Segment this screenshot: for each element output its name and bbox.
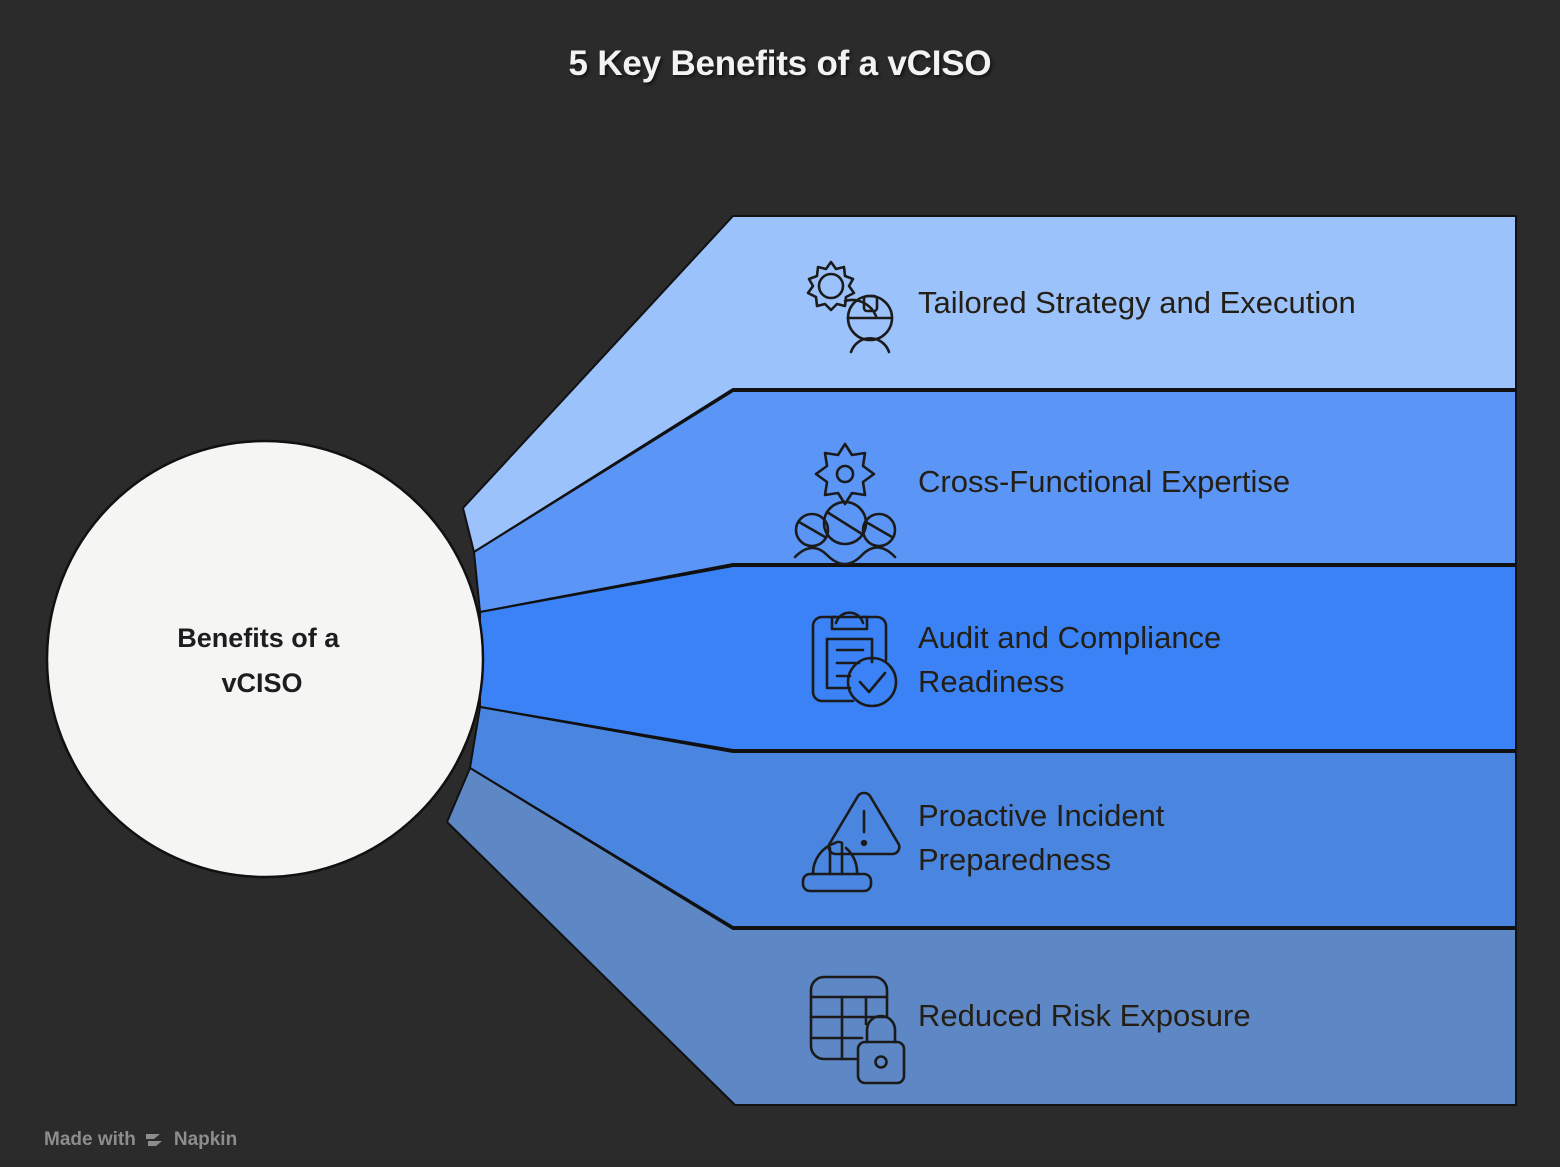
band-label-3: Audit and Compliance Readiness — [918, 620, 1230, 699]
band-label-line: Tailored Strategy and Execution — [918, 285, 1356, 320]
band-label-4: Proactive Incident Preparedness — [918, 798, 1173, 877]
hub-label: Benefits of a vCISO — [177, 623, 347, 698]
hub-circle[interactable] — [45, 439, 485, 879]
band-label-5: Reduced Risk Exposure — [918, 998, 1251, 1033]
band-reduced-risk-exposure[interactable]: Reduced Risk Exposure — [446, 767, 1517, 1106]
band-tailored-strategy-and-execution[interactable]: Tailored Strategy and Execution — [462, 215, 1517, 553]
band-audit-and-compliance-readiness[interactable]: Audit and Compliance Readiness — [479, 565, 1517, 751]
band-label-2: Cross-Functional Expertise — [918, 464, 1290, 499]
watermark-brand: Napkin — [173, 1129, 238, 1150]
band-label-line: Audit and Compliance — [918, 620, 1221, 655]
page-title: 5 Key Benefits of a vCISO — [568, 44, 992, 83]
band-shape-3[interactable] — [479, 565, 1517, 751]
hub-node[interactable]: Benefits of a vCISO — [45, 439, 485, 879]
band-label-line: Proactive Incident — [918, 798, 1165, 833]
napkin-logo-icon — [144, 1130, 166, 1150]
gear-worker-icon — [806, 260, 894, 354]
watermark-prefix: Made with — [44, 1129, 136, 1150]
band-label-line: Readiness — [918, 664, 1064, 699]
band-shape-5[interactable] — [446, 767, 1517, 1106]
band-cross-functional-expertise[interactable]: Cross-Functional Expertise — [473, 390, 1517, 613]
band-label-line: Reduced Risk Exposure — [918, 998, 1251, 1033]
band-label-line: Preparedness — [918, 842, 1111, 877]
hub-label-line: vCISO — [221, 668, 302, 698]
band-label-1: Tailored Strategy and Execution — [918, 285, 1356, 320]
band-proactive-incident-preparedness[interactable]: Proactive Incident Preparedness — [469, 706, 1517, 928]
napkin-watermark: Made with Napkin — [44, 1129, 237, 1151]
gear-team-icon — [793, 442, 897, 566]
hub-label-line: Benefits of a — [177, 623, 340, 653]
clipboard-check-icon — [811, 611, 898, 708]
table-lock-icon — [809, 975, 906, 1085]
band-label-line: Cross-Functional Expertise — [918, 464, 1290, 499]
hardhat-warning-icon — [801, 791, 901, 893]
